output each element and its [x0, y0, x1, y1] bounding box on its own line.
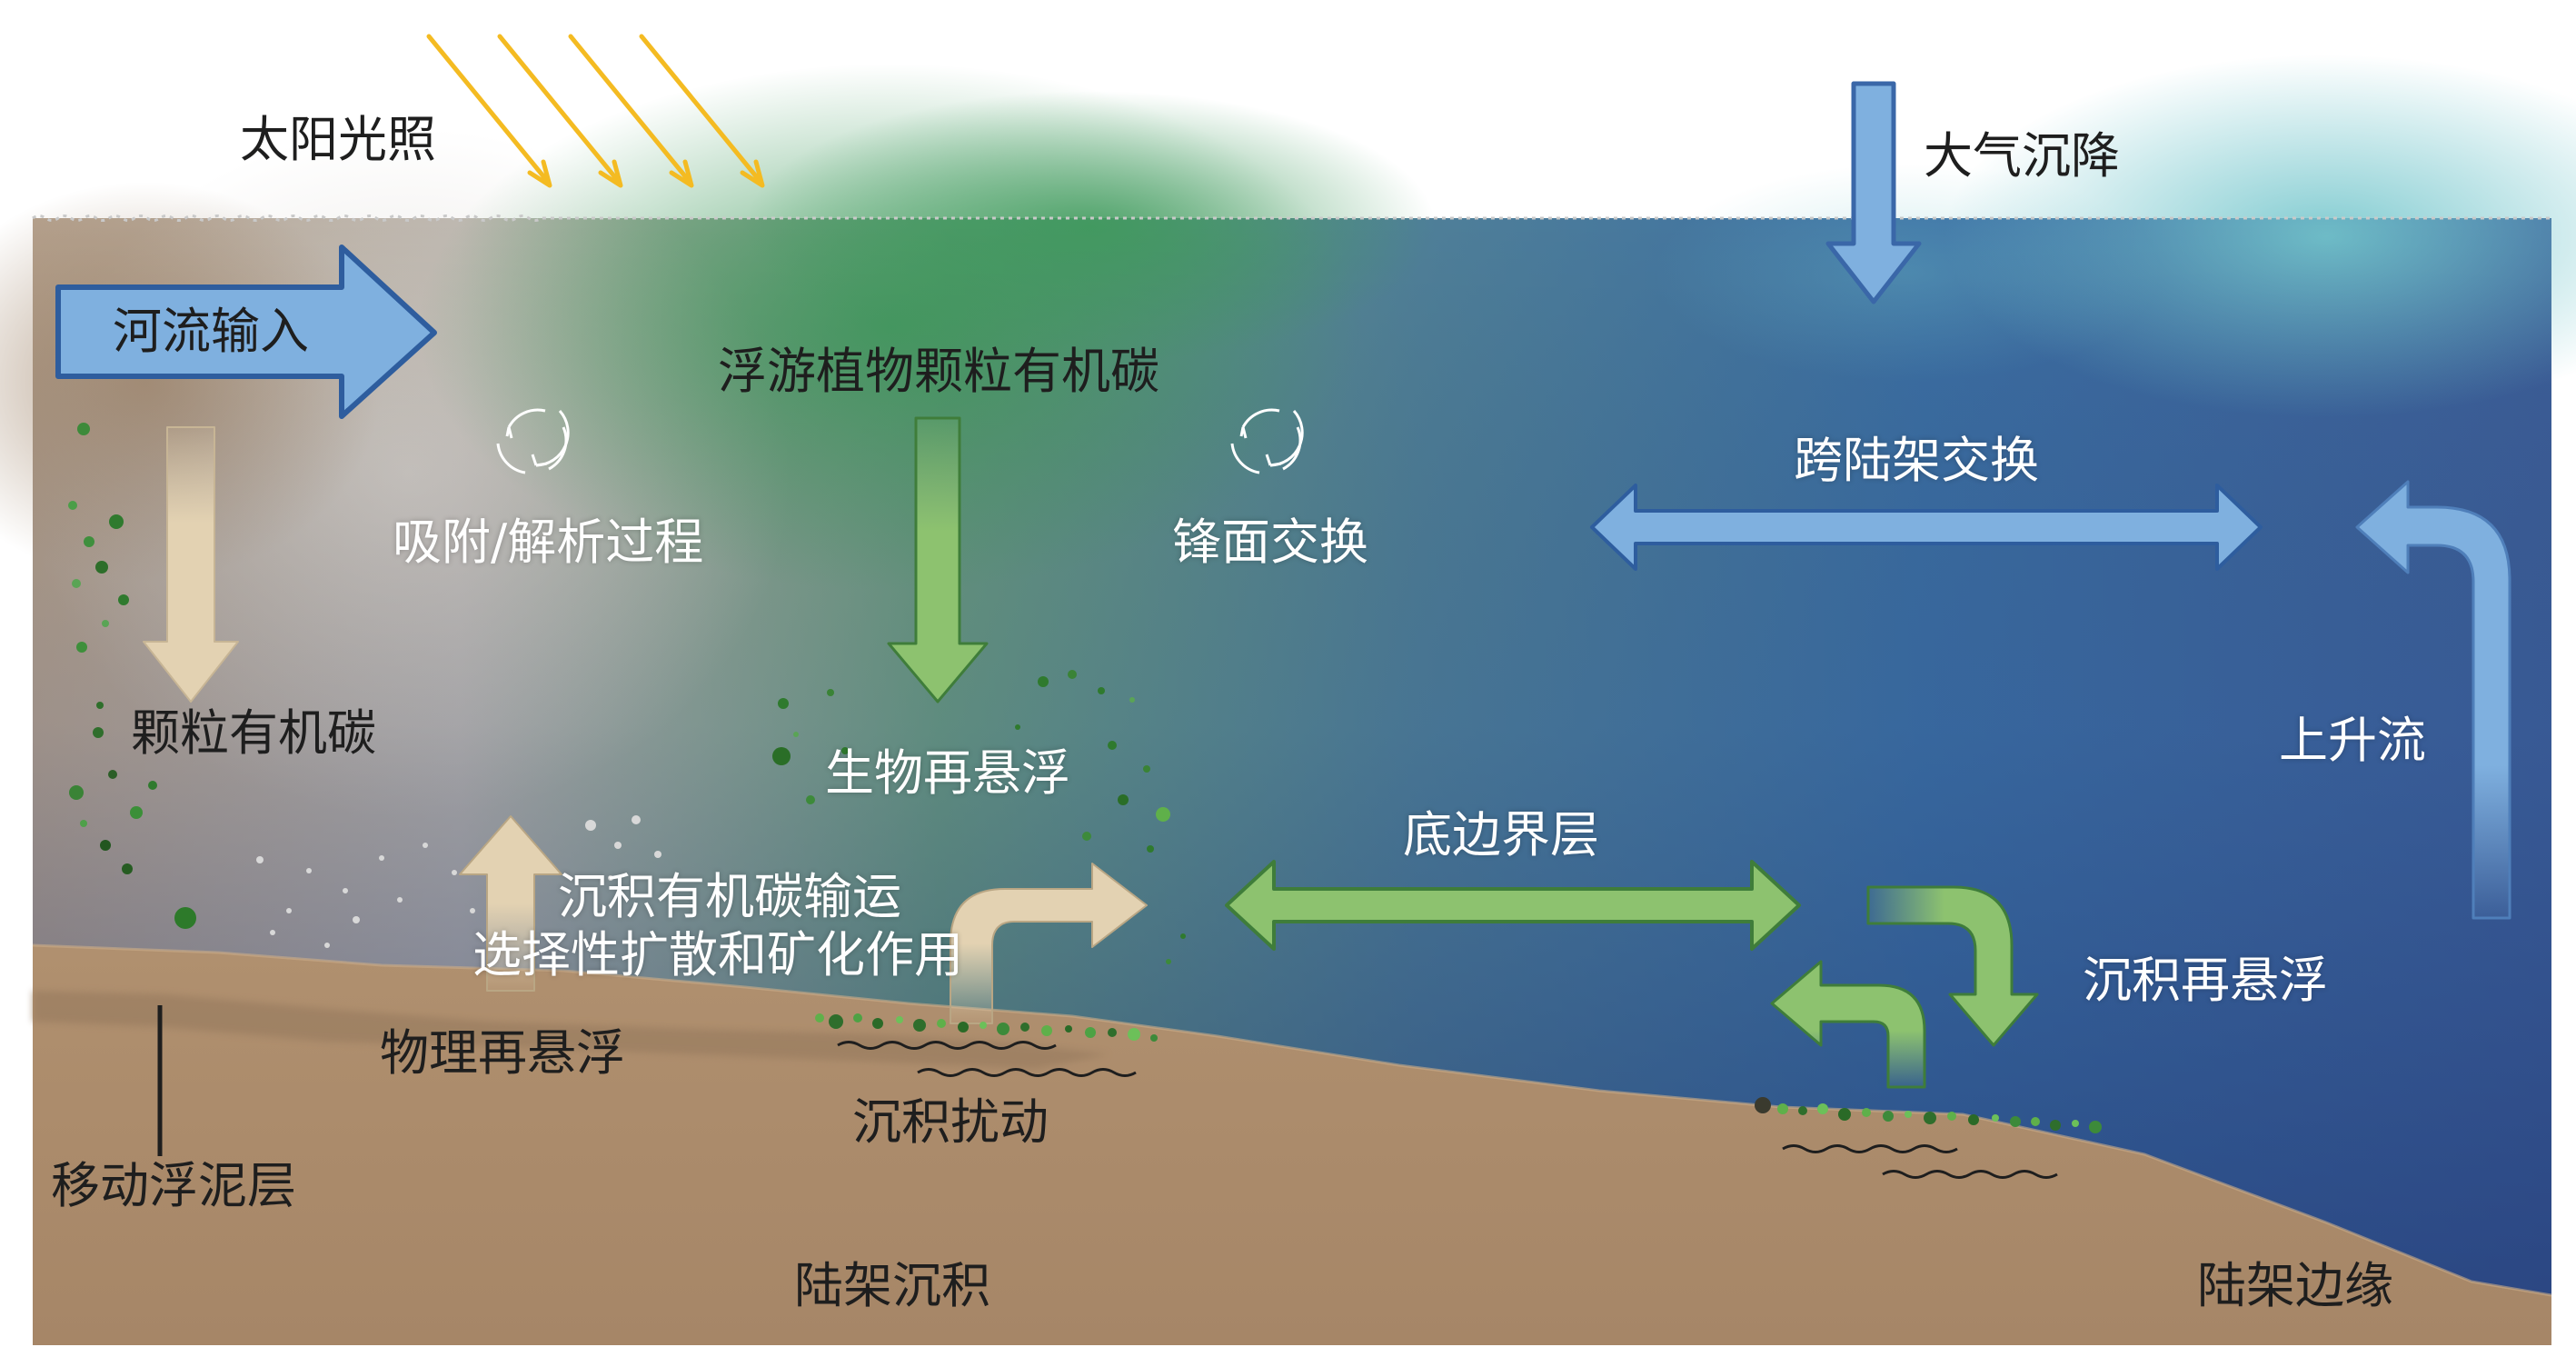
shelf-sediment-label: 陆架沉积 [794, 1257, 990, 1314]
atmospheric-deposition-label: 大气沉降 [1924, 127, 2120, 185]
bottom-boundary-layer-arrow [1225, 860, 1801, 951]
poc-particles-left [68, 423, 196, 929]
sun-rays [426, 34, 765, 188]
seabed-particles-shelf-edge [1755, 1097, 2102, 1133]
selective-diffusion-label: 选择性扩散和矿化作用 [472, 926, 963, 983]
phytoplankton-sinking-arrow [887, 416, 989, 703]
bio-resuspension-particles [772, 670, 1186, 964]
poc-sinking-arrow [143, 426, 239, 703]
upwelling-arrow [2355, 480, 2511, 920]
physical-resuspension-arrow [459, 815, 562, 992]
sediment-resuspension-up-arrow [1770, 960, 1926, 1089]
upwelling-label: 上升流 [2279, 712, 2426, 769]
sun-ray-arrow-2 [497, 34, 623, 188]
atmospheric-deposition-arrow [1825, 81, 1922, 304]
sun-ray-arrow-4 [639, 34, 765, 188]
sediment-disturbance-label: 沉积扰动 [852, 1093, 1049, 1151]
sea-surface-line [32, 215, 2551, 222]
mobile-mud-layer-label: 移动浮泥层 [51, 1157, 296, 1214]
adsorption-desorption-label: 吸附/解析过程 [393, 514, 704, 571]
sea-floor [32, 943, 2552, 1345]
poc-label: 颗粒有机碳 [131, 704, 376, 762]
frontal-cycle-icon [1230, 408, 1304, 474]
adsorption-cycle-icon [496, 408, 570, 474]
sunlight-label: 太阳光照 [240, 111, 436, 168]
sediment-resuspension-down-arrow [1866, 885, 2039, 1047]
sun-ray-arrow-1 [426, 34, 552, 188]
shelf-margin-label: 陆架边缘 [2197, 1257, 2393, 1314]
sediment-oc-transport-label: 沉积有机碳输运 [558, 868, 901, 925]
cross-shelf-exchange-arrow [1590, 484, 2263, 571]
cross-shelf-exchange-label: 跨陆架交换 [1794, 432, 2039, 489]
sediment-resuspension-label: 沉积再悬浮 [2083, 952, 2328, 1009]
sediment-disturbance-waves [837, 1041, 2058, 1179]
bio-resuspension-label: 生物再悬浮 [825, 744, 1070, 802]
seabed-particles-center [815, 1013, 1158, 1042]
river-input-label: 河流输入 [113, 303, 309, 360]
mobile-mud-band [33, 991, 1109, 1069]
physical-resuspension-label: 物理再悬浮 [380, 1024, 625, 1082]
bottom-boundary-layer-label: 底边界层 [1403, 806, 1599, 863]
sediment-transport-arrow [950, 863, 1148, 1024]
phytoplankton-poc-label: 浮游植物颗粒有机碳 [718, 343, 1159, 400]
sun-ray-arrow-3 [568, 34, 694, 188]
mineral-particles [256, 815, 661, 948]
frontal-exchange-label: 锋面交换 [1172, 514, 1368, 571]
river-input-arrow [55, 244, 437, 419]
